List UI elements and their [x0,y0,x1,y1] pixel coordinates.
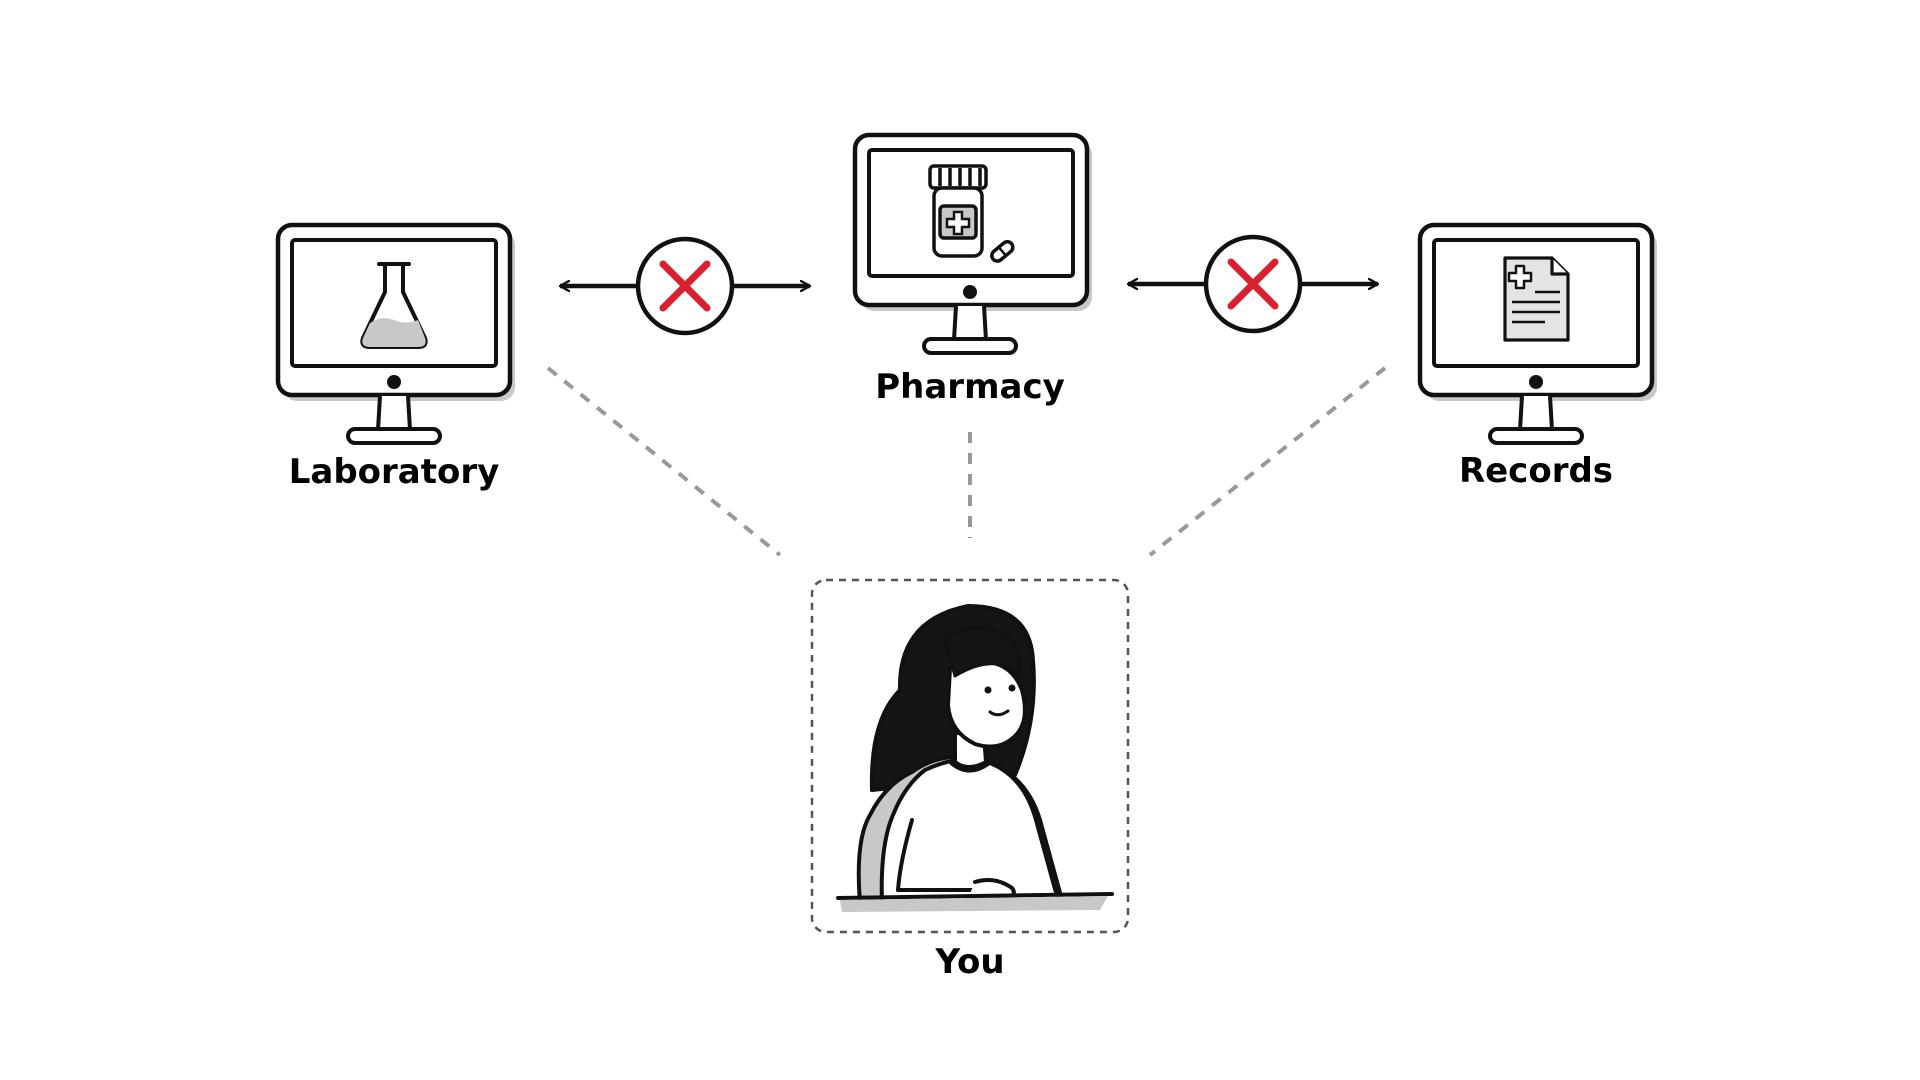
laboratory-node: Laboratory [275,222,515,492]
records-label: Records [1459,451,1613,491]
pharmacy-node: Pharmacy [852,132,1092,407]
red-x-icon [1203,234,1303,334]
pharmacy-label: Pharmacy [875,367,1065,407]
red-x-icon [635,236,735,336]
connector-laboratory-user [546,366,782,557]
flask-icon [360,262,428,349]
user-frame [810,578,1130,934]
link-pharmacy-records [1128,234,1378,334]
user-node: You [810,578,1130,982]
connector-records-user [1148,366,1387,557]
woman-at-desk-icon [836,604,1114,912]
capsule-icon [990,239,1015,263]
records-node: Records [1417,222,1657,491]
pill-bottle-icon [928,164,1015,263]
medical-document-icon [1503,256,1570,342]
user-connectors [546,366,1387,557]
user-label: You [934,942,1004,982]
laboratory-label: Laboratory [289,452,500,492]
link-laboratory-pharmacy [560,236,810,336]
